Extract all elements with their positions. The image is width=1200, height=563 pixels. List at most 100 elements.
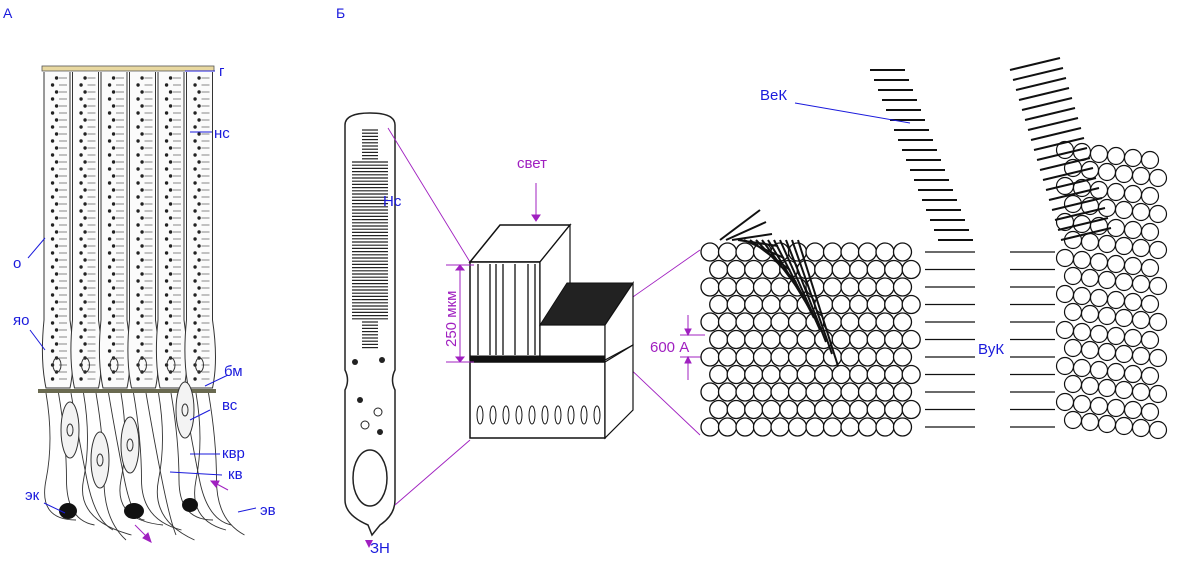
granule xyxy=(50,265,55,269)
granule xyxy=(79,181,83,185)
microvillus xyxy=(1114,236,1134,256)
panel-b-label: Б xyxy=(336,5,345,21)
label-vs: вс xyxy=(222,397,238,414)
leader-lines-a xyxy=(27,70,257,514)
granule xyxy=(107,139,112,143)
granule xyxy=(111,174,116,178)
granule xyxy=(79,377,83,381)
microvillus xyxy=(700,417,720,437)
microvillus-top xyxy=(779,239,821,331)
microvillus xyxy=(1114,344,1134,364)
microvillus xyxy=(744,329,764,350)
microvillus xyxy=(796,399,816,420)
granule xyxy=(54,188,59,192)
microvillus xyxy=(1114,380,1134,400)
granule xyxy=(83,300,87,304)
granule xyxy=(107,293,112,297)
fiber xyxy=(133,392,182,531)
granule xyxy=(111,272,116,276)
rhabdom-block xyxy=(468,223,634,440)
granule xyxy=(136,265,140,269)
microvillus xyxy=(1072,394,1092,414)
microvillus xyxy=(1148,384,1168,404)
granule xyxy=(197,174,201,178)
granule xyxy=(83,188,87,192)
microvillus xyxy=(1140,294,1160,314)
microvillus xyxy=(744,259,764,280)
microvillus xyxy=(1106,254,1126,274)
microvillus xyxy=(1114,272,1134,292)
granule xyxy=(50,125,55,129)
microvillus xyxy=(1080,268,1100,288)
microvillus xyxy=(840,242,860,262)
granule xyxy=(107,195,112,199)
granule xyxy=(193,97,197,101)
granule xyxy=(50,83,55,87)
microvillus xyxy=(1148,276,1168,296)
microvillus xyxy=(726,399,746,420)
granule xyxy=(111,258,116,262)
microvillus xyxy=(787,382,808,402)
microvillus xyxy=(1089,396,1109,416)
microvilli-array xyxy=(700,57,1168,440)
granule xyxy=(164,195,169,199)
granule xyxy=(50,111,55,115)
granule xyxy=(54,314,59,318)
microvillus xyxy=(1131,382,1151,402)
granule xyxy=(164,181,169,185)
granule xyxy=(79,125,83,129)
granule xyxy=(54,244,59,248)
granule xyxy=(107,265,112,269)
granule xyxy=(140,76,144,80)
granule xyxy=(54,90,59,94)
microvillus xyxy=(1097,378,1117,398)
microvillus xyxy=(1123,220,1143,240)
microvillus xyxy=(814,364,834,385)
microvillus xyxy=(884,364,904,385)
granule xyxy=(197,76,201,80)
microvillus xyxy=(892,277,913,297)
microvillus xyxy=(1131,346,1151,366)
granule xyxy=(54,118,59,122)
nucleus xyxy=(126,438,134,452)
granule xyxy=(111,146,116,150)
granule xyxy=(197,314,201,318)
microvillus xyxy=(805,347,825,367)
granule xyxy=(168,272,173,276)
glial-cell-body xyxy=(59,503,77,519)
nucleus xyxy=(502,405,510,425)
microvillus xyxy=(1072,322,1092,342)
granule xyxy=(193,335,197,339)
granule xyxy=(168,104,173,108)
granule xyxy=(79,223,83,227)
granule xyxy=(140,202,144,206)
microvillus xyxy=(866,294,886,315)
granule xyxy=(193,251,197,255)
granule xyxy=(197,300,201,304)
granule xyxy=(140,342,144,346)
granule xyxy=(79,209,83,213)
granule xyxy=(79,167,83,171)
granule xyxy=(83,160,87,164)
microvillus xyxy=(770,347,790,367)
microvillus xyxy=(884,259,904,280)
microvillus xyxy=(1123,364,1143,384)
granule xyxy=(164,97,169,101)
fiber xyxy=(119,392,164,526)
nucleus xyxy=(109,357,119,373)
microvillus xyxy=(1123,148,1143,168)
granule xyxy=(54,202,59,206)
granule xyxy=(136,223,140,227)
granule xyxy=(136,349,140,353)
granule xyxy=(197,118,201,122)
granule xyxy=(168,146,173,150)
granule xyxy=(164,279,169,283)
granule xyxy=(107,209,112,213)
granule xyxy=(197,146,201,150)
microvillus xyxy=(849,399,869,420)
granule xyxy=(54,216,59,220)
granule xyxy=(83,314,87,318)
granule xyxy=(164,167,169,171)
microvillus xyxy=(1055,248,1075,268)
fiber xyxy=(170,392,214,521)
